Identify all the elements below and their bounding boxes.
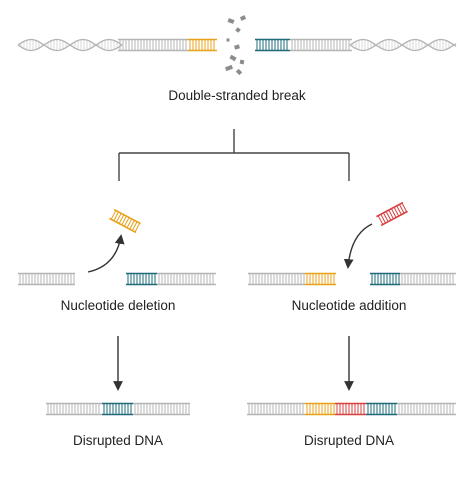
disrupted-right-gray-1 [247,402,305,416]
orange-cut-segment [188,38,217,52]
disrupted-dna-right-label: Disrupted DNA [303,433,395,448]
addition-orange-segment [305,272,336,286]
dna-fragment [235,27,241,33]
deletion-left-gray [18,272,75,286]
deletion-right-gray [157,272,216,286]
addition-curved-arrow [343,223,373,269]
disrupted-left-teal [102,402,133,416]
repair-dna-segments [18,272,456,286]
deletion-curved-arrow [87,234,125,273]
dna-fragment [239,15,247,21]
dna-fragment [239,59,245,65]
dna-fragment [226,38,230,42]
disrupted-left-gray-2 [133,402,190,416]
disrupted-dna-segments [46,402,456,416]
addition-left-gray [248,272,305,286]
nucleotide-addition-label: Nucleotide addition [291,298,407,313]
loose-nucleotide-pieces [109,201,408,234]
dna-fragment [235,68,243,76]
branch-connector [118,129,350,181]
addition-right-gray [400,272,456,286]
disrupted-left-gray-1 [46,402,102,416]
removed-orange-piece [109,208,141,234]
nucleotide-deletion-label: Nucleotide deletion [60,298,176,313]
disrupted-right-orange [305,402,335,416]
dna-fragment [229,54,237,62]
left-gray-ladder [118,38,188,52]
inserted-red-piece [376,201,408,227]
dna-fragment [234,44,240,50]
disrupted-dna-left-label: Disrupted DNA [72,433,164,448]
addition-teal-segment [370,272,400,286]
left-helix [17,38,123,52]
double-helix-dna [17,38,457,52]
right-helix [349,38,457,52]
dna-fragment [225,64,233,72]
deletion-teal-segment [126,272,157,286]
double-stranded-break-label: Double-stranded break [168,88,306,103]
right-gray-ladder [290,38,352,52]
broken-dna-fragments [225,15,247,76]
disrupted-right-gray-2 [397,402,456,416]
disrupted-right-teal [366,402,397,416]
disrupted-right-red [335,402,366,416]
dna-fragment [227,18,235,24]
teal-cut-segment [255,38,290,52]
dna-ladder-segments [118,38,352,52]
